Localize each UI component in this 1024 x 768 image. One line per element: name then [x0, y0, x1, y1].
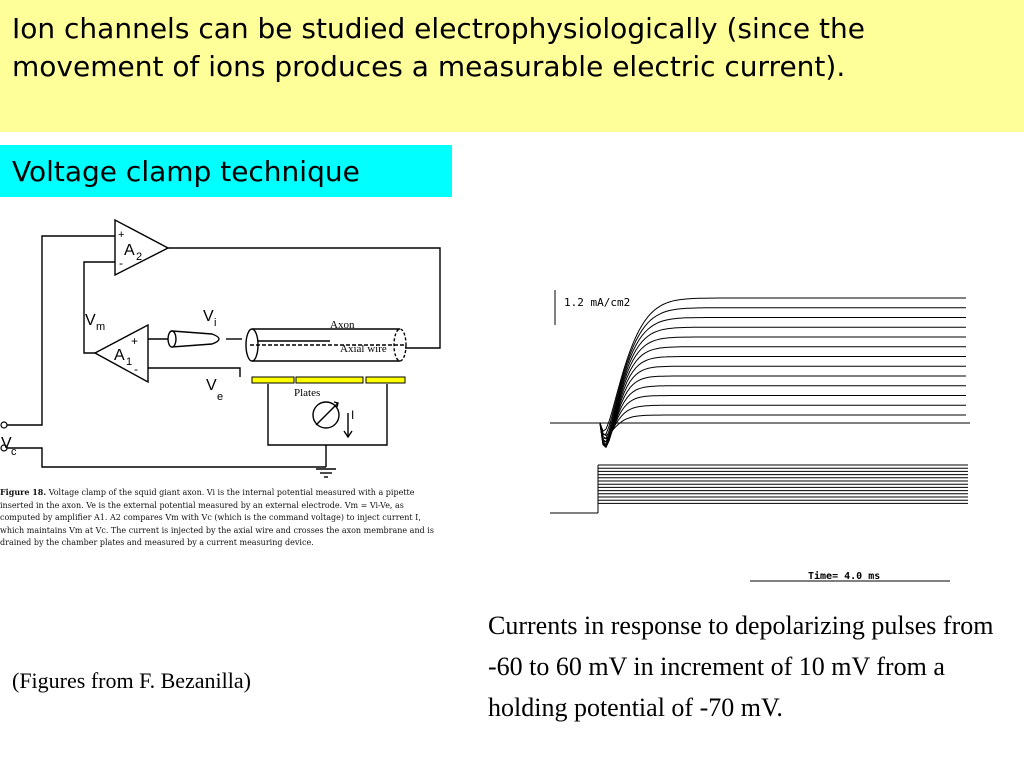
trace-group	[599, 297, 966, 449]
wire-a1-minus	[148, 367, 241, 377]
vi-label-sub: i	[214, 317, 216, 329]
axon-cylinder	[252, 328, 400, 362]
current-trace	[599, 307, 966, 436]
current-trace	[599, 395, 966, 443]
vi-label: V	[203, 308, 214, 325]
a2-minus: -	[119, 256, 123, 270]
subtitle-banner: Voltage clamp technique	[0, 145, 452, 197]
wire-vc-to-a2	[6, 235, 115, 426]
pipette	[171, 330, 220, 348]
scale-label: 1.2 mA/cm2	[564, 296, 630, 309]
a1-label-sub: 1	[126, 356, 132, 368]
current-trace	[599, 297, 966, 432]
chamber-plates	[251, 376, 406, 384]
ve-label: V	[206, 377, 217, 394]
vm-label-sub: m	[96, 321, 105, 333]
time-label: Time= 4.0 ms	[808, 570, 880, 582]
amplifier-a2	[114, 218, 170, 277]
figure-credit: (Figures from F. Bezanilla)	[12, 668, 251, 693]
wire-a1-to-a2	[83, 261, 115, 354]
a1-label: A	[114, 347, 125, 364]
vc-label-sub: c	[11, 446, 17, 458]
current-trace	[599, 326, 966, 443]
voltage-clamp-circuit: + - A 2 + - A 1 V m V i V e V c I Axon A…	[0, 218, 441, 478]
current-trace	[599, 404, 966, 440]
vc-label: V	[1, 435, 12, 452]
slide-title: Ion channels can be studied electrophysi…	[12, 12, 865, 83]
figure-caption: Figure 18. Voltage clamp of the squid gi…	[0, 486, 440, 550]
traces-description: Currents in response to depolarizing pul…	[488, 611, 994, 722]
wire-a2-to-axial	[168, 247, 441, 349]
axon-label: Axon	[330, 319, 355, 331]
vm-label: V	[85, 312, 96, 329]
a2-label-sub: 2	[136, 251, 142, 263]
caption-heading: Figure 18.	[0, 487, 47, 497]
current-trace	[599, 317, 966, 439]
plates-label: Plates	[294, 387, 320, 399]
slide-subtitle: Voltage clamp technique	[12, 155, 360, 188]
title-banner: Ion channels can be studied electrophysi…	[0, 0, 1024, 132]
current-trace	[599, 365, 966, 449]
wire-plate-loop	[267, 384, 388, 446]
pulse-group	[598, 464, 968, 504]
current-traces-plot: 1.2 mA/cm2 Time= 4.0 ms	[550, 290, 970, 582]
a1-plus: +	[131, 334, 138, 348]
axial-wire-label: Axial wire	[340, 343, 387, 355]
current-trace	[599, 336, 966, 446]
a2-plus: +	[118, 229, 124, 241]
current-trace	[599, 346, 966, 448]
current-trace	[599, 356, 966, 449]
ve-label-sub: e	[217, 391, 223, 403]
current-trace	[599, 414, 966, 437]
a1-minus: -	[134, 362, 138, 376]
caption-text: Voltage clamp of the squid giant axon. V…	[0, 488, 434, 547]
current-trace	[599, 375, 966, 448]
a2-label: A	[124, 242, 135, 259]
current-label: I	[351, 408, 354, 422]
wire-vc-bottom	[6, 447, 326, 468]
amplifier-a1	[93, 323, 149, 384]
current-trace	[599, 385, 966, 446]
